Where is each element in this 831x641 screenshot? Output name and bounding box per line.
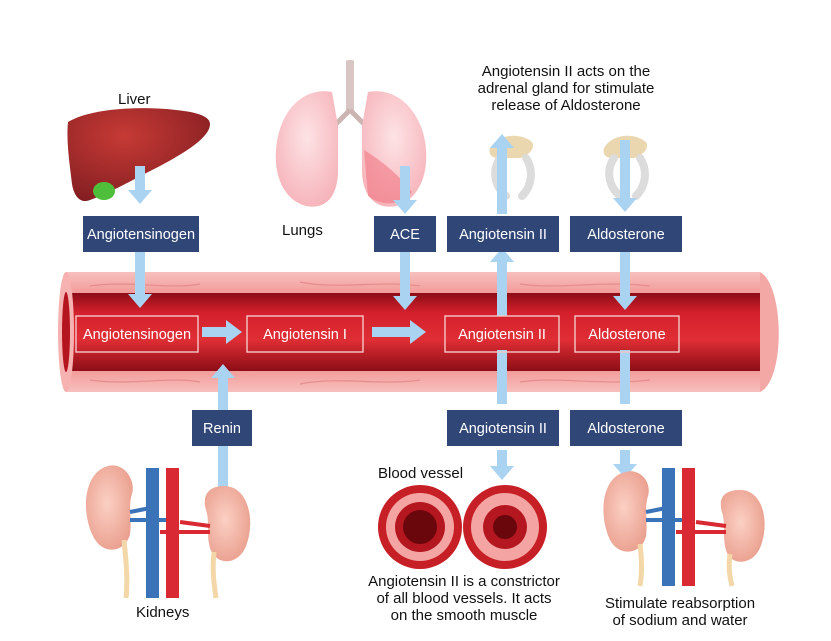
adrenal-note: Angiotensin II acts on the adrenal gland… [478,63,655,114]
constrictor-note-line-1: Angiotensin II is a constrictor [368,573,560,590]
arrow-to-angiotensin-ii [372,320,426,344]
arrows [128,134,637,488]
arrow-ace-down [393,252,417,310]
reabsorption-note: Stimulate reabsorption of sodium and wat… [605,595,755,629]
arrow-to-angiotensin-i [202,320,242,344]
box-ace: ACE [374,216,436,252]
vessel-box-aldosterone [574,315,680,353]
arrow-angiotensin-ii-down-2 [490,450,514,480]
vessel-cross-section-constricted [463,485,547,569]
box-aldosterone-bottom: Aldosterone [570,410,682,446]
arrow-adrenal-down [613,140,637,212]
vessel-angiotensin-i-label: Angiotensin I [263,327,347,343]
arrow-liver-down [128,166,152,204]
constrictor-note-line-2: of all blood vessels. It acts [376,590,551,607]
vessel-box-angiotensin-i [246,315,364,353]
box-angiotensin-ii-bottom: Angiotensin II [447,410,559,446]
blood-vessel-label: Blood vessel [378,465,463,482]
adrenal-note-line-2: adrenal gland for stimulate [478,80,655,97]
box-renin: Renin [192,410,252,446]
arrow-angiotensinogen-down [128,252,152,308]
adrenal-note-line-1: Angiotensin II acts on the [482,63,650,80]
constrictor-note-line-3: on the smooth muscle [391,607,538,624]
box-aldosterone-top: Aldosterone [570,216,682,252]
arrow-angiotensin-ii-down-1 [497,350,507,404]
lungs-label: Lungs [282,222,323,239]
constrictor-note: Angiotensin II is a constrictor of all b… [368,573,560,624]
vessel-box-angiotensinogen [75,315,199,353]
box-angiotensinogen-top-label: Angiotensinogen [87,227,195,243]
vessel-angiotensinogen-label: Angiotensinogen [83,327,191,343]
box-renin-label: Renin [203,421,241,437]
box-angiotensin-ii-bottom-label: Angiotensin II [459,421,547,437]
arrow-aldosterone-down-2 [620,350,630,404]
liver-label: Liver [118,91,151,108]
blood-vessel-tube [58,272,779,392]
vessel-box-angiotensin-ii [444,315,560,353]
kidneys-label: Kidneys [136,604,189,621]
gallbladder-shape [93,182,115,200]
reabsorption-note-line-2: of sodium and water [612,612,747,629]
arrow-lungs-down [393,166,417,214]
box-angiotensin-ii-top-label: Angiotensin II [459,227,547,243]
vessel-angiotensin-ii-label: Angiotensin II [458,327,546,343]
liver-illustration [67,108,210,202]
arrow-aldosterone-to-kidney [613,450,637,478]
box-ace-label: ACE [390,227,420,243]
box-angiotensin-ii-top: Angiotensin II [447,216,559,252]
box-aldosterone-top-label: Aldosterone [587,227,664,243]
arrow-renin-up [211,364,235,410]
reabsorption-note-line-1: Stimulate reabsorption [605,595,755,612]
box-angiotensinogen-top: Angiotensinogen [83,216,199,252]
kidneys-left-illustration [85,465,251,599]
vessel-aldosterone-label: Aldosterone [588,327,665,343]
arrow-kidney-to-renin [218,446,228,488]
arrow-aldosterone-down [613,252,637,310]
kidneys-right-illustration [603,468,765,587]
adrenal-note-line-3: release of Aldosterone [491,97,640,114]
arrow-angiotensin-ii-up-2 [490,134,514,214]
vessel-cross-section-normal [378,485,462,569]
box-aldosterone-bottom-label: Aldosterone [587,421,664,437]
arrow-angiotensin-ii-up-1 [490,248,514,316]
